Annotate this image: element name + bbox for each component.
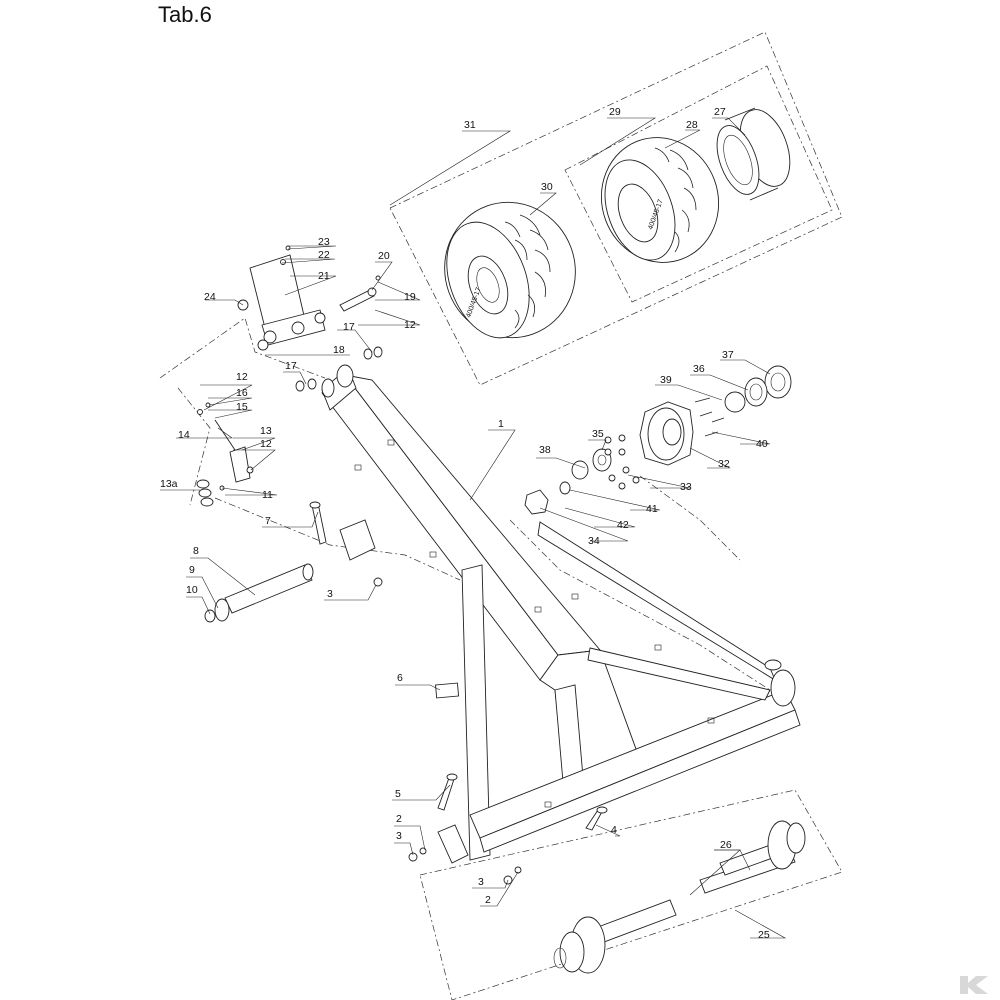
label-p15: 15 xyxy=(236,401,248,413)
tyre-28: 400/45-17 xyxy=(600,137,720,263)
shaft-8 xyxy=(204,563,314,623)
label-p8: 8 xyxy=(193,545,199,557)
label-p42: 42 xyxy=(617,519,629,531)
label-p14: 14 xyxy=(178,429,190,441)
label-p3b: 3 xyxy=(396,830,402,842)
label-p13: 13 xyxy=(260,425,272,437)
label-p19: 19 xyxy=(404,291,416,303)
label-p32: 32 xyxy=(718,458,730,470)
label-p12a: 12 xyxy=(236,371,248,383)
label-p5: 5 xyxy=(395,788,401,800)
main-frame xyxy=(321,364,801,864)
label-p29: 29 xyxy=(609,106,621,118)
group-25-boundary xyxy=(419,789,843,1000)
cylinder-dashed-link xyxy=(177,387,211,506)
label-p11: 11 xyxy=(262,489,273,501)
label-p39: 39 xyxy=(660,374,672,386)
label-p25: 25 xyxy=(758,929,770,941)
cylinder-13 xyxy=(197,402,254,491)
bolt-4 xyxy=(585,806,608,831)
bolt-5 xyxy=(437,773,458,811)
label-p13a: 13a xyxy=(160,478,178,490)
label-p6: 6 xyxy=(397,672,403,684)
hitch-bracket xyxy=(237,245,326,351)
leader-lines xyxy=(160,117,787,939)
diagram-title: Tab.6 xyxy=(158,2,212,27)
label-p4: 4 xyxy=(611,824,617,836)
pin-20 xyxy=(339,275,381,312)
label-p41: 41 xyxy=(646,503,658,515)
label-p2b: 2 xyxy=(485,894,491,906)
label-p26: 26 xyxy=(720,839,732,851)
pto-shaft-25 xyxy=(553,820,806,974)
label-p34: 34 xyxy=(588,535,600,547)
label-p12b: 12 xyxy=(260,438,272,450)
rim-27 xyxy=(716,107,791,201)
label-p27: 27 xyxy=(714,106,726,118)
label-p22: 22 xyxy=(318,249,330,261)
label-p28: 28 xyxy=(686,119,698,131)
label-p17b: 17 xyxy=(285,360,297,372)
label-p16: 16 xyxy=(236,387,248,399)
label-p2a: 2 xyxy=(396,813,402,825)
label-p31: 31 xyxy=(464,119,476,131)
washers-17 xyxy=(295,346,383,392)
label-p18: 18 xyxy=(333,344,345,356)
label-p24: 24 xyxy=(204,291,216,303)
wheel-30: 400/45-17 xyxy=(444,201,576,339)
washers-13a xyxy=(196,479,214,507)
label-p21: 21 xyxy=(318,270,330,282)
label-p1: 1 xyxy=(498,418,504,430)
decal-6 xyxy=(435,682,460,699)
label-p38: 38 xyxy=(539,444,551,456)
lower-fasteners xyxy=(408,847,522,885)
label-p17a: 17 xyxy=(343,321,355,333)
hitch-dashed-link xyxy=(159,317,326,379)
label-p3a: 3 xyxy=(327,588,333,600)
label-p12c: 12 xyxy=(404,319,416,331)
bolt-7 xyxy=(309,501,327,545)
label-p37: 37 xyxy=(722,349,734,361)
k-logo-icon xyxy=(960,976,988,994)
label-p7: 7 xyxy=(265,515,271,527)
frame-dashed-link xyxy=(509,519,771,691)
label-p30: 30 xyxy=(541,181,553,193)
label-p40: 40 xyxy=(756,438,768,450)
label-p3c: 3 xyxy=(478,876,484,888)
group-31-boundary xyxy=(389,31,843,386)
part-labels: 1 2 2 3 3 3 4 5 6 7 8 9 10 11 12 12 12 1… xyxy=(160,106,770,941)
group-29-boundary xyxy=(564,65,833,303)
label-p20: 20 xyxy=(378,250,390,262)
label-p10: 10 xyxy=(186,584,198,596)
nut-3-upper xyxy=(373,577,383,587)
hub-assembly xyxy=(524,365,792,515)
label-p35: 35 xyxy=(592,428,604,440)
label-p23: 23 xyxy=(318,236,330,248)
label-p9: 9 xyxy=(189,564,195,576)
label-p33: 33 xyxy=(680,481,692,493)
pin-dashed-link xyxy=(214,497,461,581)
label-p36: 36 xyxy=(693,363,705,375)
